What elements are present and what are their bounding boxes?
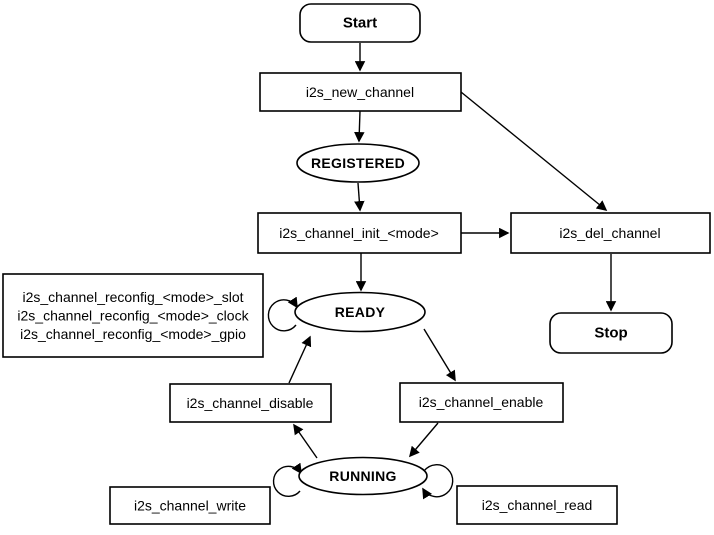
channel-write-label: i2s_channel_write [134, 498, 246, 514]
node-start: Start [299, 3, 421, 43]
channel-enable-shape [399, 382, 564, 423]
node-i2s-new-channel: i2s_new_channel [259, 72, 462, 112]
node-state-running: RUNNING [298, 456, 428, 496]
edge-running-to-disable [293, 423, 318, 459]
edge-ready-to-enable [423, 328, 456, 382]
edge-enable-to-running [408, 422, 439, 458]
edge-new-channel-to-del-channel [460, 91, 608, 211]
node-i2s-channel-disable: i2s_channel_disable [169, 383, 332, 423]
channel-write-shape [109, 486, 271, 525]
node-state-registered: REGISTERED [296, 143, 420, 183]
del-channel-label: i2s_del_channel [559, 225, 660, 241]
node-stop: Stop [549, 312, 673, 354]
new-channel-label: i2s_new_channel [306, 84, 414, 100]
node-i2s-channel-enable: i2s_channel_enable [399, 382, 564, 423]
channel-init-shape [257, 212, 462, 254]
reconfig-line-slot: i2s_channel_reconfig_<mode>_slot [22, 289, 243, 305]
channel-enable-label: i2s_channel_enable [419, 394, 544, 410]
start-terminal-shape [299, 3, 421, 43]
running-state-shape [298, 456, 428, 496]
channel-init-label: i2s_channel_init_<mode> [279, 225, 439, 241]
edge-running-self-loop-left [272, 462, 302, 498]
del-channel-shape [510, 212, 711, 254]
edge-new-channel-to-registered [354, 110, 365, 143]
ready-state-label: READY [335, 304, 386, 320]
stop-terminal-shape [549, 312, 673, 354]
channel-read-label: i2s_channel_read [482, 497, 593, 513]
running-state-label: RUNNING [329, 468, 396, 484]
channel-disable-label: i2s_channel_disable [187, 395, 314, 411]
reconfig-shape [2, 273, 264, 358]
new-channel-shape [259, 72, 462, 112]
stop-label: Stop [594, 325, 627, 342]
edges [267, 43, 617, 500]
registered-state-label: REGISTERED [311, 155, 405, 171]
node-state-ready: READY [294, 291, 426, 333]
node-i2s-channel-write: i2s_channel_write [109, 486, 271, 525]
edge-ready-self-loop [267, 296, 298, 332]
edge-registered-to-init [354, 182, 365, 212]
ready-state-shape [294, 291, 426, 333]
node-i2s-del-channel: i2s_del_channel [510, 212, 711, 254]
node-i2s-channel-reconfig: i2s_channel_reconfig_<mode>_slot i2s_cha… [2, 273, 264, 358]
edge-disable-to-ready [288, 335, 312, 384]
start-label: Start [343, 15, 377, 32]
reconfig-line-gpio: i2s_channel_reconfig_<mode>_gpio [20, 326, 246, 342]
node-i2s-channel-read: i2s_channel_read [456, 485, 618, 525]
edge-running-self-loop-right [422, 464, 454, 500]
registered-state-shape [296, 143, 420, 183]
reconfig-line-clock: i2s_channel_reconfig_<mode>_clock [17, 308, 249, 324]
node-i2s-channel-init: i2s_channel_init_<mode> [257, 212, 462, 254]
channel-read-shape [456, 485, 618, 525]
channel-disable-shape [169, 383, 332, 423]
